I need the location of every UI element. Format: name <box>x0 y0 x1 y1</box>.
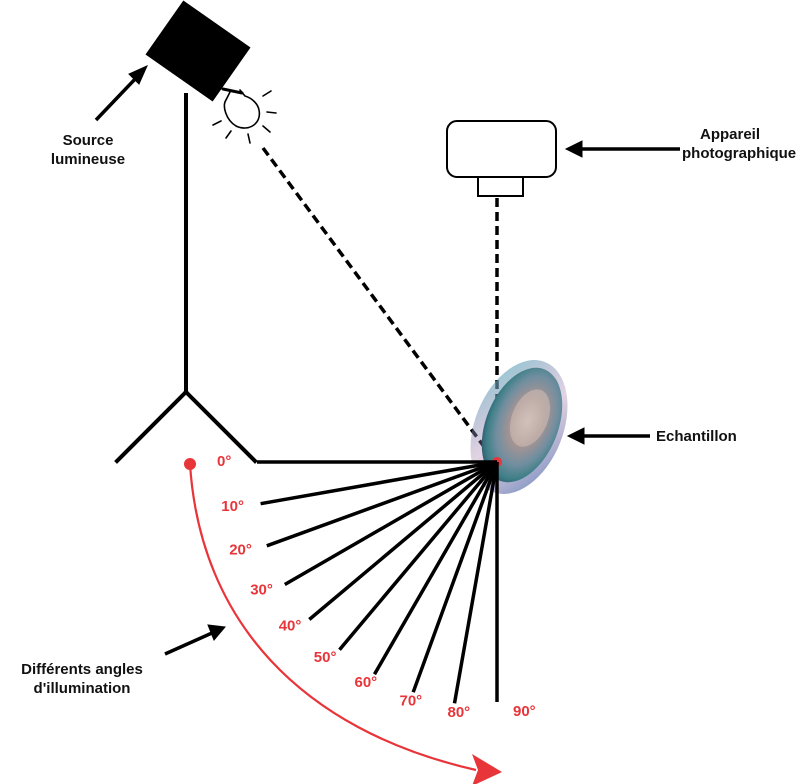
angle-lines <box>257 460 499 704</box>
angle-label-0: 0° <box>217 453 231 470</box>
angle-line-8 <box>452 461 499 704</box>
camera-label: Appareil photographique <box>682 126 797 162</box>
camera-arrow <box>564 140 680 158</box>
angle-label-9: 90° <box>513 703 536 720</box>
sample-arrow <box>566 427 650 445</box>
camera-icon <box>446 120 557 197</box>
angle-line-1 <box>260 460 498 506</box>
angles-label: Différents angles d'illumination <box>21 661 143 697</box>
angle-line-6 <box>372 461 499 676</box>
source-arrow <box>94 65 148 122</box>
sample-label: Echantillon <box>656 428 737 445</box>
angle-line-7 <box>411 461 499 693</box>
angle-labels: 0° 10° 20° 30° 40° 50° 60° 70° 80° 90° <box>217 453 536 721</box>
angle-line-2 <box>266 460 498 548</box>
angles-arrow <box>164 624 226 656</box>
angle-label-3: 30° <box>250 582 273 599</box>
tripod-stand <box>114 93 258 464</box>
angle-line-3 <box>283 460 498 587</box>
angle-label-2: 20° <box>229 542 252 559</box>
arrow-icon <box>94 65 680 656</box>
angle-line-4 <box>308 460 499 621</box>
angle-label-8: 80° <box>448 704 471 721</box>
lamp-head-icon <box>145 0 251 102</box>
light-beam <box>261 146 490 454</box>
angle-label-4: 40° <box>279 618 302 635</box>
light-bulb-icon <box>212 87 277 144</box>
angle-line-5 <box>338 460 499 651</box>
angle-label-6: 60° <box>355 674 378 691</box>
angle-arc-arrow <box>184 458 502 784</box>
angle-label-5: 50° <box>314 649 337 666</box>
angle-label-1: 10° <box>221 498 244 515</box>
source-label: Source lumineuse <box>50 132 126 168</box>
angle-label-7: 70° <box>400 693 423 710</box>
